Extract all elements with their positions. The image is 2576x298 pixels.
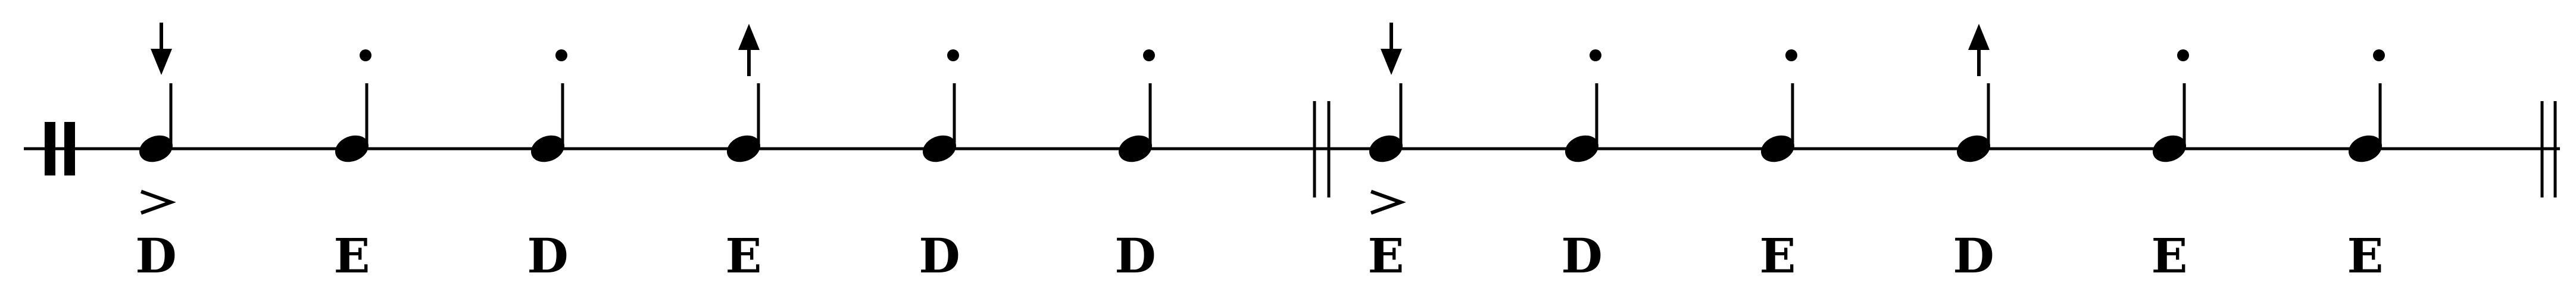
notehead [2348,135,2383,162]
note: D [919,49,960,284]
accent-icon [1370,190,1406,215]
sticking-label: E [726,228,762,284]
dot-icon [1590,49,1601,61]
sticking-label: D [919,228,960,284]
dot-icon [2177,49,2189,61]
sticking-label: E [1368,228,1404,284]
note: E [726,24,762,284]
double-barline-middle [1313,101,1331,197]
dot-icon [1785,49,1797,61]
dot-icon [947,49,959,61]
note: E [334,49,371,284]
note: D [1953,24,1994,284]
dot-icon [2373,49,2385,61]
sticking-label: D [1114,228,1156,284]
down-arrow-icon [151,23,172,75]
notehead [922,135,957,162]
notehead [1565,135,1599,162]
sticking-label: D [527,228,568,284]
notehead [1956,135,1991,162]
up-arrow-icon [738,24,760,76]
accent-icon [140,190,176,215]
notehead [2152,135,2187,162]
sticking-label: E [334,228,370,284]
down-arrow-icon [1381,23,1402,75]
notehead [335,135,369,162]
sticking-label: D [1953,228,1994,284]
note: D [1561,49,1603,284]
dot-icon [1143,49,1155,61]
sticking-label: E [1760,228,1796,284]
notehead [139,135,173,162]
note: D [135,23,177,284]
note: E [2152,49,2189,284]
percussion-clef [45,122,75,175]
sticking-label: D [1561,228,1602,284]
notehead [1118,135,1153,162]
sticking-label: E [2347,228,2384,284]
note: D [527,49,569,284]
note: E [2347,49,2385,284]
notehead [1760,135,1795,162]
notehead [530,135,565,162]
dot-icon [360,49,371,61]
dot-icon [555,49,567,61]
up-arrow-icon [1968,24,1990,76]
note: E [1760,49,1797,284]
sticking-label: E [2152,228,2188,284]
double-barline-end [2540,101,2557,197]
notehead [1369,135,1403,162]
note: E [1368,23,1406,284]
note: D [1114,49,1156,284]
sticking-label: D [135,228,176,284]
notehead [726,135,761,162]
